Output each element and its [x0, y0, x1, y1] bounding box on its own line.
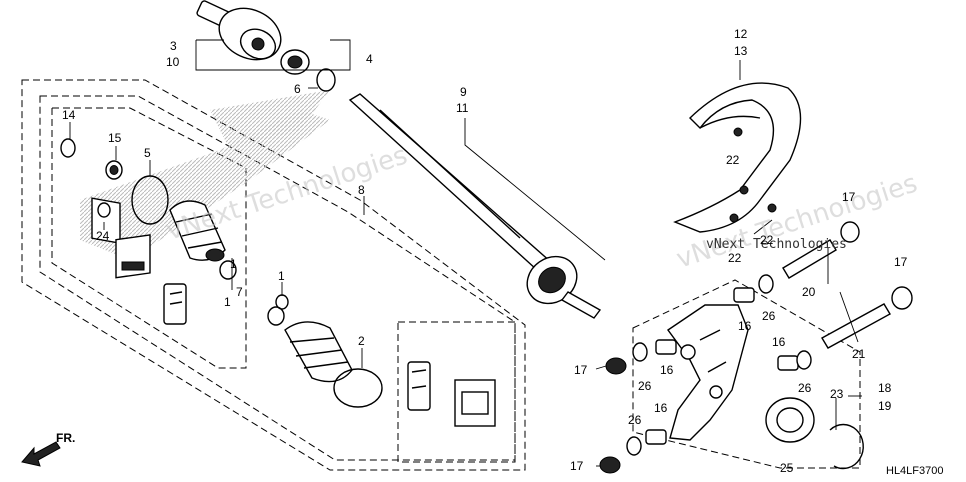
- callout-1a: 1: [230, 257, 237, 271]
- callout-25: 25: [780, 461, 794, 475]
- bearing-ring-4: [280, 49, 310, 75]
- callout-10: 10: [166, 55, 180, 69]
- ring-15: [105, 160, 123, 180]
- seals-26: [626, 274, 812, 456]
- callout-24: 24: [96, 229, 110, 243]
- diagram-code: HL4LF3700: [886, 465, 944, 477]
- washers-17: [599, 221, 913, 474]
- callout-22c: 22: [728, 251, 742, 265]
- circlip-14: [60, 138, 76, 158]
- callout-2: 2: [358, 334, 365, 348]
- callout-19: 19: [878, 399, 892, 413]
- circlip-kit-24: [91, 197, 121, 244]
- callout-1c: 1: [278, 269, 285, 283]
- callout-17c: 17: [574, 363, 588, 377]
- group-outline-left: [21, 79, 526, 471]
- drive-shaft: [348, 93, 602, 319]
- callout-9: 9: [460, 85, 467, 99]
- callout-26b: 26: [638, 379, 652, 393]
- front-direction-indicator: FR.: [21, 431, 75, 467]
- callout-1b: 1: [224, 295, 231, 309]
- knuckle-18-19: [667, 304, 749, 441]
- callout-16b: 16: [660, 363, 674, 377]
- callout-4: 4: [366, 52, 373, 66]
- callout-12: 12: [734, 27, 748, 41]
- callout-13: 13: [734, 44, 748, 58]
- callout-14: 14: [62, 108, 76, 122]
- callout-7: 7: [236, 285, 243, 299]
- wheel-bearing-25: [765, 397, 815, 443]
- callout-5: 5: [144, 146, 151, 160]
- grease-pack-right: [407, 361, 496, 427]
- guard-12-13: [673, 82, 802, 233]
- callout-18: 18: [878, 381, 892, 395]
- callout-16a: 16: [738, 319, 752, 333]
- callout-8: 8: [358, 183, 365, 197]
- inner-boot-5: [169, 200, 226, 262]
- front-label: FR.: [56, 431, 75, 445]
- callout-17b: 17: [894, 255, 908, 269]
- callout-26a: 26: [762, 309, 776, 323]
- callout-26d: 26: [628, 413, 642, 427]
- grease-pack-left: [115, 234, 187, 325]
- callout-23: 23: [830, 387, 844, 401]
- callout-26c: 26: [798, 381, 812, 395]
- leader-lines: [69, 39, 862, 467]
- callout-3: 3: [170, 39, 177, 53]
- pivot-pin-20: [782, 239, 837, 279]
- outer-cv-joint-top: [196, 0, 282, 61]
- callout-20: 20: [802, 285, 816, 299]
- callout-6: 6: [294, 82, 301, 96]
- pivot-pin-21: [821, 303, 891, 349]
- bushings-16: [645, 287, 799, 445]
- snap-ring-6: [316, 68, 336, 92]
- callout-22b: 22: [760, 233, 774, 247]
- outer-boot-2: [284, 321, 353, 383]
- callout-16d: 16: [654, 401, 668, 415]
- group-outline-right: [632, 279, 861, 469]
- callouts: 3 10 4 6 9 11 12 13 14 15 5 24 8 7 1 1 1…: [62, 27, 908, 475]
- watermark-3: vNext Technologies: [706, 237, 847, 252]
- snap-ring-23: [829, 423, 864, 470]
- callout-17a: 17: [842, 190, 856, 204]
- callout-21: 21: [852, 347, 866, 361]
- front-arrow-icon: [21, 441, 61, 467]
- callout-11: 11: [456, 101, 469, 115]
- callout-17d: 17: [570, 459, 584, 473]
- callout-16c: 16: [772, 335, 786, 349]
- callout-15: 15: [108, 131, 122, 145]
- callout-22a: 22: [726, 153, 740, 167]
- boot-band-2: [333, 368, 383, 408]
